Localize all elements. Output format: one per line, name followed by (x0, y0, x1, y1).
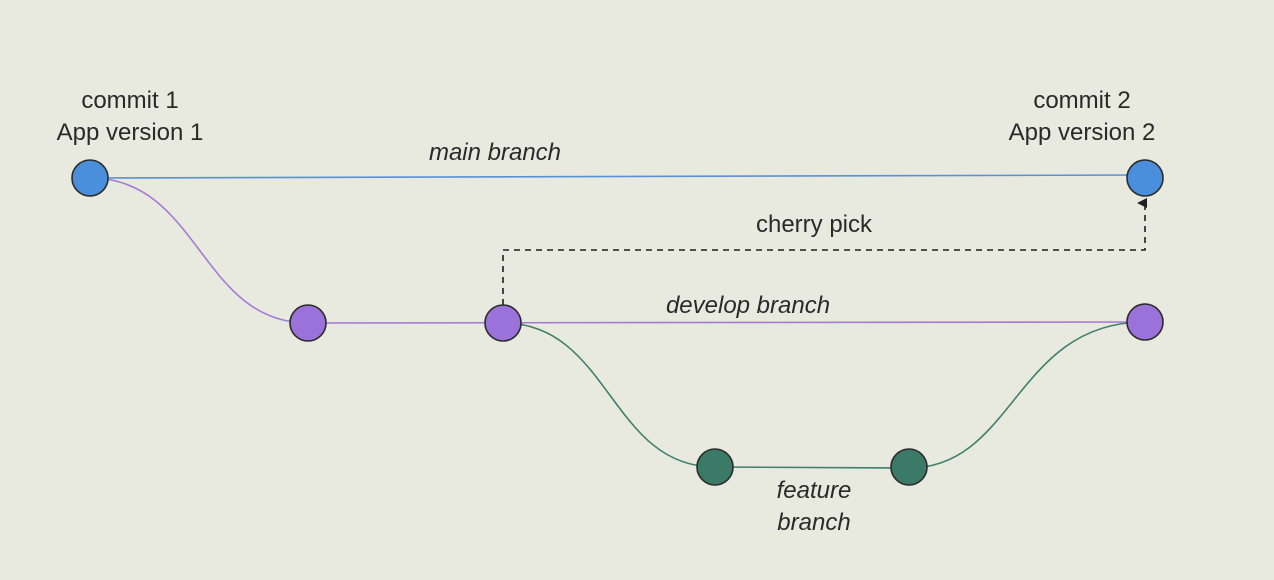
commit-2-node[interactable] (1126, 159, 1164, 197)
main-branch-line (89, 174, 1146, 179)
cherry-pick-label: cherry pick (756, 211, 873, 238)
develop-commit-node-2[interactable] (484, 304, 522, 342)
develop-merge-node[interactable] (1126, 303, 1164, 341)
main-branch-label: main branch (429, 139, 561, 166)
develop-commit-node-1[interactable] (289, 304, 327, 342)
feature-commit-node-1[interactable] (696, 448, 734, 486)
develop-branch-label: develop branch (666, 292, 830, 319)
branch-off-curve (89, 177, 309, 324)
develop-branch-line (307, 321, 1146, 324)
commit-2-subtitle: App version 2 (1009, 119, 1156, 146)
commit-1-node[interactable] (71, 159, 109, 197)
feature-branch-line (502, 321, 1146, 469)
cherry-pick-arrow (502, 198, 1147, 305)
feature-branch-label-line1: feature (777, 477, 852, 504)
feature-branch-label-line2: branch (777, 509, 850, 536)
commit-1-subtitle: App version 1 (57, 119, 204, 146)
commit-1-title: commit 1 (81, 87, 178, 114)
commit-2-title: commit 2 (1033, 87, 1130, 114)
feature-commit-node-2[interactable] (890, 448, 928, 486)
